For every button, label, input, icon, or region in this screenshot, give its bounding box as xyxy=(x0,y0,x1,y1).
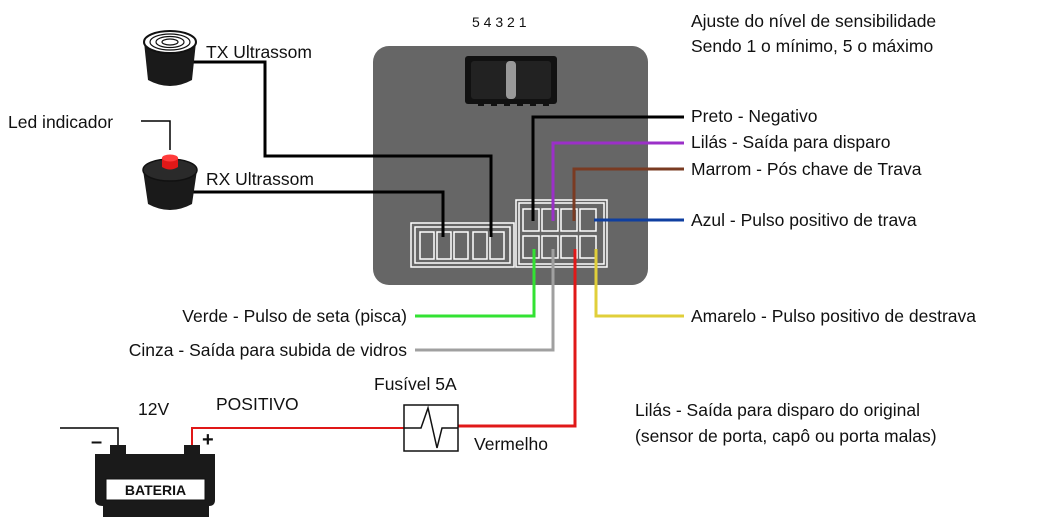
note-line1: Lilás - Saída para disparo do original xyxy=(635,400,920,420)
battery-plus: + xyxy=(202,429,214,451)
led-label: Led indicador xyxy=(8,112,113,132)
label-marrom: Marrom - Pós chave de Trava xyxy=(691,159,922,179)
wire-negativo xyxy=(60,427,119,445)
wire-amarelo xyxy=(594,249,684,318)
wire-cinza xyxy=(415,249,555,352)
label-amarelo: Amarelo - Pulso positivo de destrava xyxy=(691,306,976,326)
sensor-connector xyxy=(410,222,515,268)
label-lilas: Lilás - Saída para disparo xyxy=(691,132,890,152)
sensitivity-subtitle: Sendo 1 o mínimo, 5 o máximo xyxy=(691,36,933,56)
fuse-label: Fusível 5A xyxy=(374,374,457,394)
sensitivity-switch[interactable] xyxy=(465,56,557,106)
rx-wire xyxy=(193,190,445,237)
rx-label: RX Ultrassom xyxy=(206,169,314,189)
label-vermelho: Vermelho xyxy=(474,434,548,454)
label-verde: Verde - Pulso de seta (pisca) xyxy=(182,306,407,326)
wire-lilas xyxy=(551,141,684,221)
wire-positivo xyxy=(191,427,404,445)
voltage-label: 12V xyxy=(138,399,169,419)
sensitivity-title: Ajuste do nível de sensibilidade xyxy=(691,11,936,31)
tx-sensor-icon xyxy=(143,30,197,86)
wire-marrom xyxy=(572,167,684,221)
label-cinza: Cinza - Saída para subida de vidros xyxy=(129,340,407,360)
label-azul: Azul - Pulso positivo de trava xyxy=(691,210,917,230)
battery-icon xyxy=(95,445,215,517)
wire-preto xyxy=(531,115,684,221)
tx-wire xyxy=(193,60,493,237)
wire-vermelho xyxy=(458,249,577,428)
tx-label: TX Ultrassom xyxy=(206,42,312,62)
led-indicator-icon xyxy=(162,154,178,170)
fuse-icon xyxy=(403,404,459,452)
rx-sensor-icon xyxy=(142,158,198,210)
note-line2: (sensor de porta, capô ou porta malas) xyxy=(635,426,937,446)
positive-label: POSITIVO xyxy=(216,394,299,414)
wire-verde xyxy=(415,249,536,318)
battery-minus: – xyxy=(91,431,102,453)
main-connector xyxy=(515,199,608,268)
label-preto: Preto - Negativo xyxy=(691,106,817,126)
led-wire xyxy=(141,120,171,150)
sensitivity-scale: 5 4 3 2 1 xyxy=(472,14,527,30)
battery-label: BATERIA xyxy=(125,482,186,498)
